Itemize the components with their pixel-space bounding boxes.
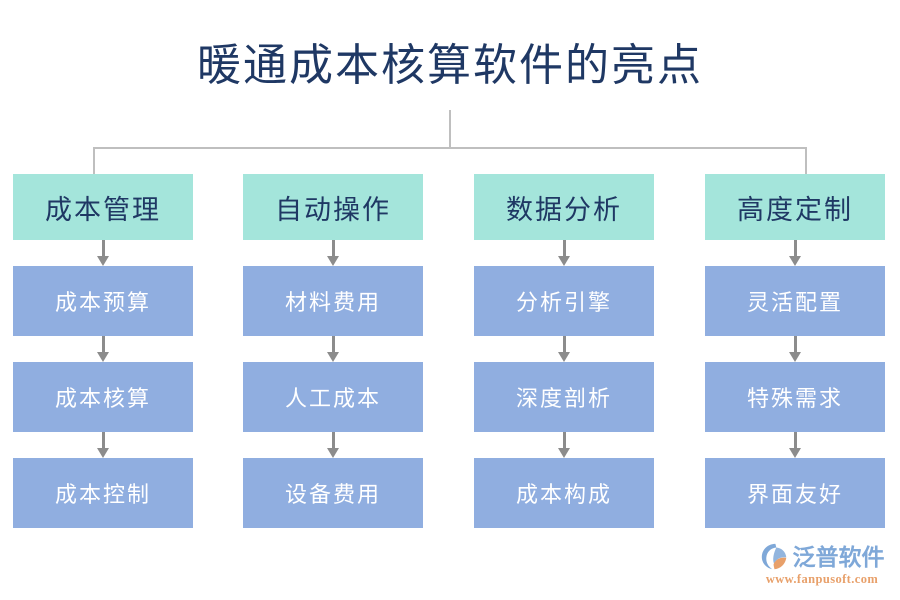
arrow-down-icon — [474, 240, 654, 266]
step-box[interactable]: 特殊需求 — [705, 362, 885, 432]
arrow-shaft — [332, 432, 335, 450]
arrow-shaft — [794, 336, 797, 354]
arrow-head — [327, 352, 339, 362]
step-box[interactable]: 分析引擎 — [474, 266, 654, 336]
step-box[interactable]: 材料费用 — [243, 266, 423, 336]
step-box[interactable]: 深度剖析 — [474, 362, 654, 432]
connector-drop-left — [93, 147, 95, 175]
arrow-shaft — [794, 432, 797, 450]
logo-url-text: www.fanpusoft.com — [765, 572, 879, 586]
arrow-down-icon — [243, 336, 423, 362]
column-header-cost-management[interactable]: 成本管理 — [13, 174, 193, 240]
column-header-data-analysis[interactable]: 数据分析 — [474, 174, 654, 240]
step-box[interactable]: 成本预算 — [13, 266, 193, 336]
fanpu-logo-icon — [761, 543, 786, 570]
arrow-down-icon — [13, 432, 193, 458]
diagram-column-4: 高度定制 灵活配置 特殊需求 界面友好 — [705, 174, 885, 528]
arrow-head — [558, 256, 570, 266]
arrow-shaft — [102, 240, 105, 258]
arrow-head — [97, 448, 109, 458]
page-title: 暖通成本核算软件的亮点 — [197, 41, 703, 90]
arrow-shaft — [563, 432, 566, 450]
arrow-head — [327, 256, 339, 266]
arrow-down-icon — [243, 432, 423, 458]
column-header-automatic-operation[interactable]: 自动操作 — [243, 174, 423, 240]
arrow-shaft — [102, 336, 105, 354]
logo-row: 泛普软件 — [760, 542, 885, 571]
arrow-down-icon — [243, 240, 423, 266]
diagram-column-2: 自动操作 材料费用 人工成本 设备费用 — [243, 174, 423, 528]
arrow-head — [327, 448, 339, 458]
diagram-column-3: 数据分析 分析引擎 深度剖析 成本构成 — [474, 174, 654, 528]
arrow-shaft — [332, 240, 335, 258]
step-box[interactable]: 成本构成 — [474, 458, 654, 528]
watermark-logo: 泛普软件 www.fanpusoft.com — [752, 542, 892, 592]
arrow-shaft — [332, 336, 335, 354]
step-box[interactable]: 灵活配置 — [705, 266, 885, 336]
connector-drop-right — [805, 147, 807, 175]
arrow-down-icon — [13, 336, 193, 362]
arrow-down-icon — [705, 336, 885, 362]
column-header-high-customization[interactable]: 高度定制 — [705, 174, 885, 240]
arrow-shaft — [563, 336, 566, 354]
arrow-down-icon — [705, 240, 885, 266]
arrow-head — [97, 256, 109, 266]
logo-brand-text: 泛普软件 — [792, 543, 885, 570]
arrow-down-icon — [474, 432, 654, 458]
arrow-head — [97, 352, 109, 362]
arrow-head — [558, 448, 570, 458]
connector-bus-bar — [93, 147, 807, 149]
arrow-down-icon — [705, 432, 885, 458]
arrow-head — [789, 256, 801, 266]
arrow-head — [789, 352, 801, 362]
step-box[interactable]: 成本控制 — [13, 458, 193, 528]
step-box[interactable]: 界面友好 — [705, 458, 885, 528]
arrow-down-icon — [13, 240, 193, 266]
arrow-head — [789, 448, 801, 458]
step-box[interactable]: 设备费用 — [243, 458, 423, 528]
arrow-head — [558, 352, 570, 362]
arrow-down-icon — [474, 336, 654, 362]
arrow-shaft — [794, 240, 797, 258]
arrow-shaft — [563, 240, 566, 258]
connector-root-stem — [449, 110, 451, 148]
diagram-column-1: 成本管理 成本预算 成本核算 成本控制 — [13, 174, 193, 528]
step-box[interactable]: 成本核算 — [13, 362, 193, 432]
arrow-shaft — [102, 432, 105, 450]
step-box[interactable]: 人工成本 — [243, 362, 423, 432]
